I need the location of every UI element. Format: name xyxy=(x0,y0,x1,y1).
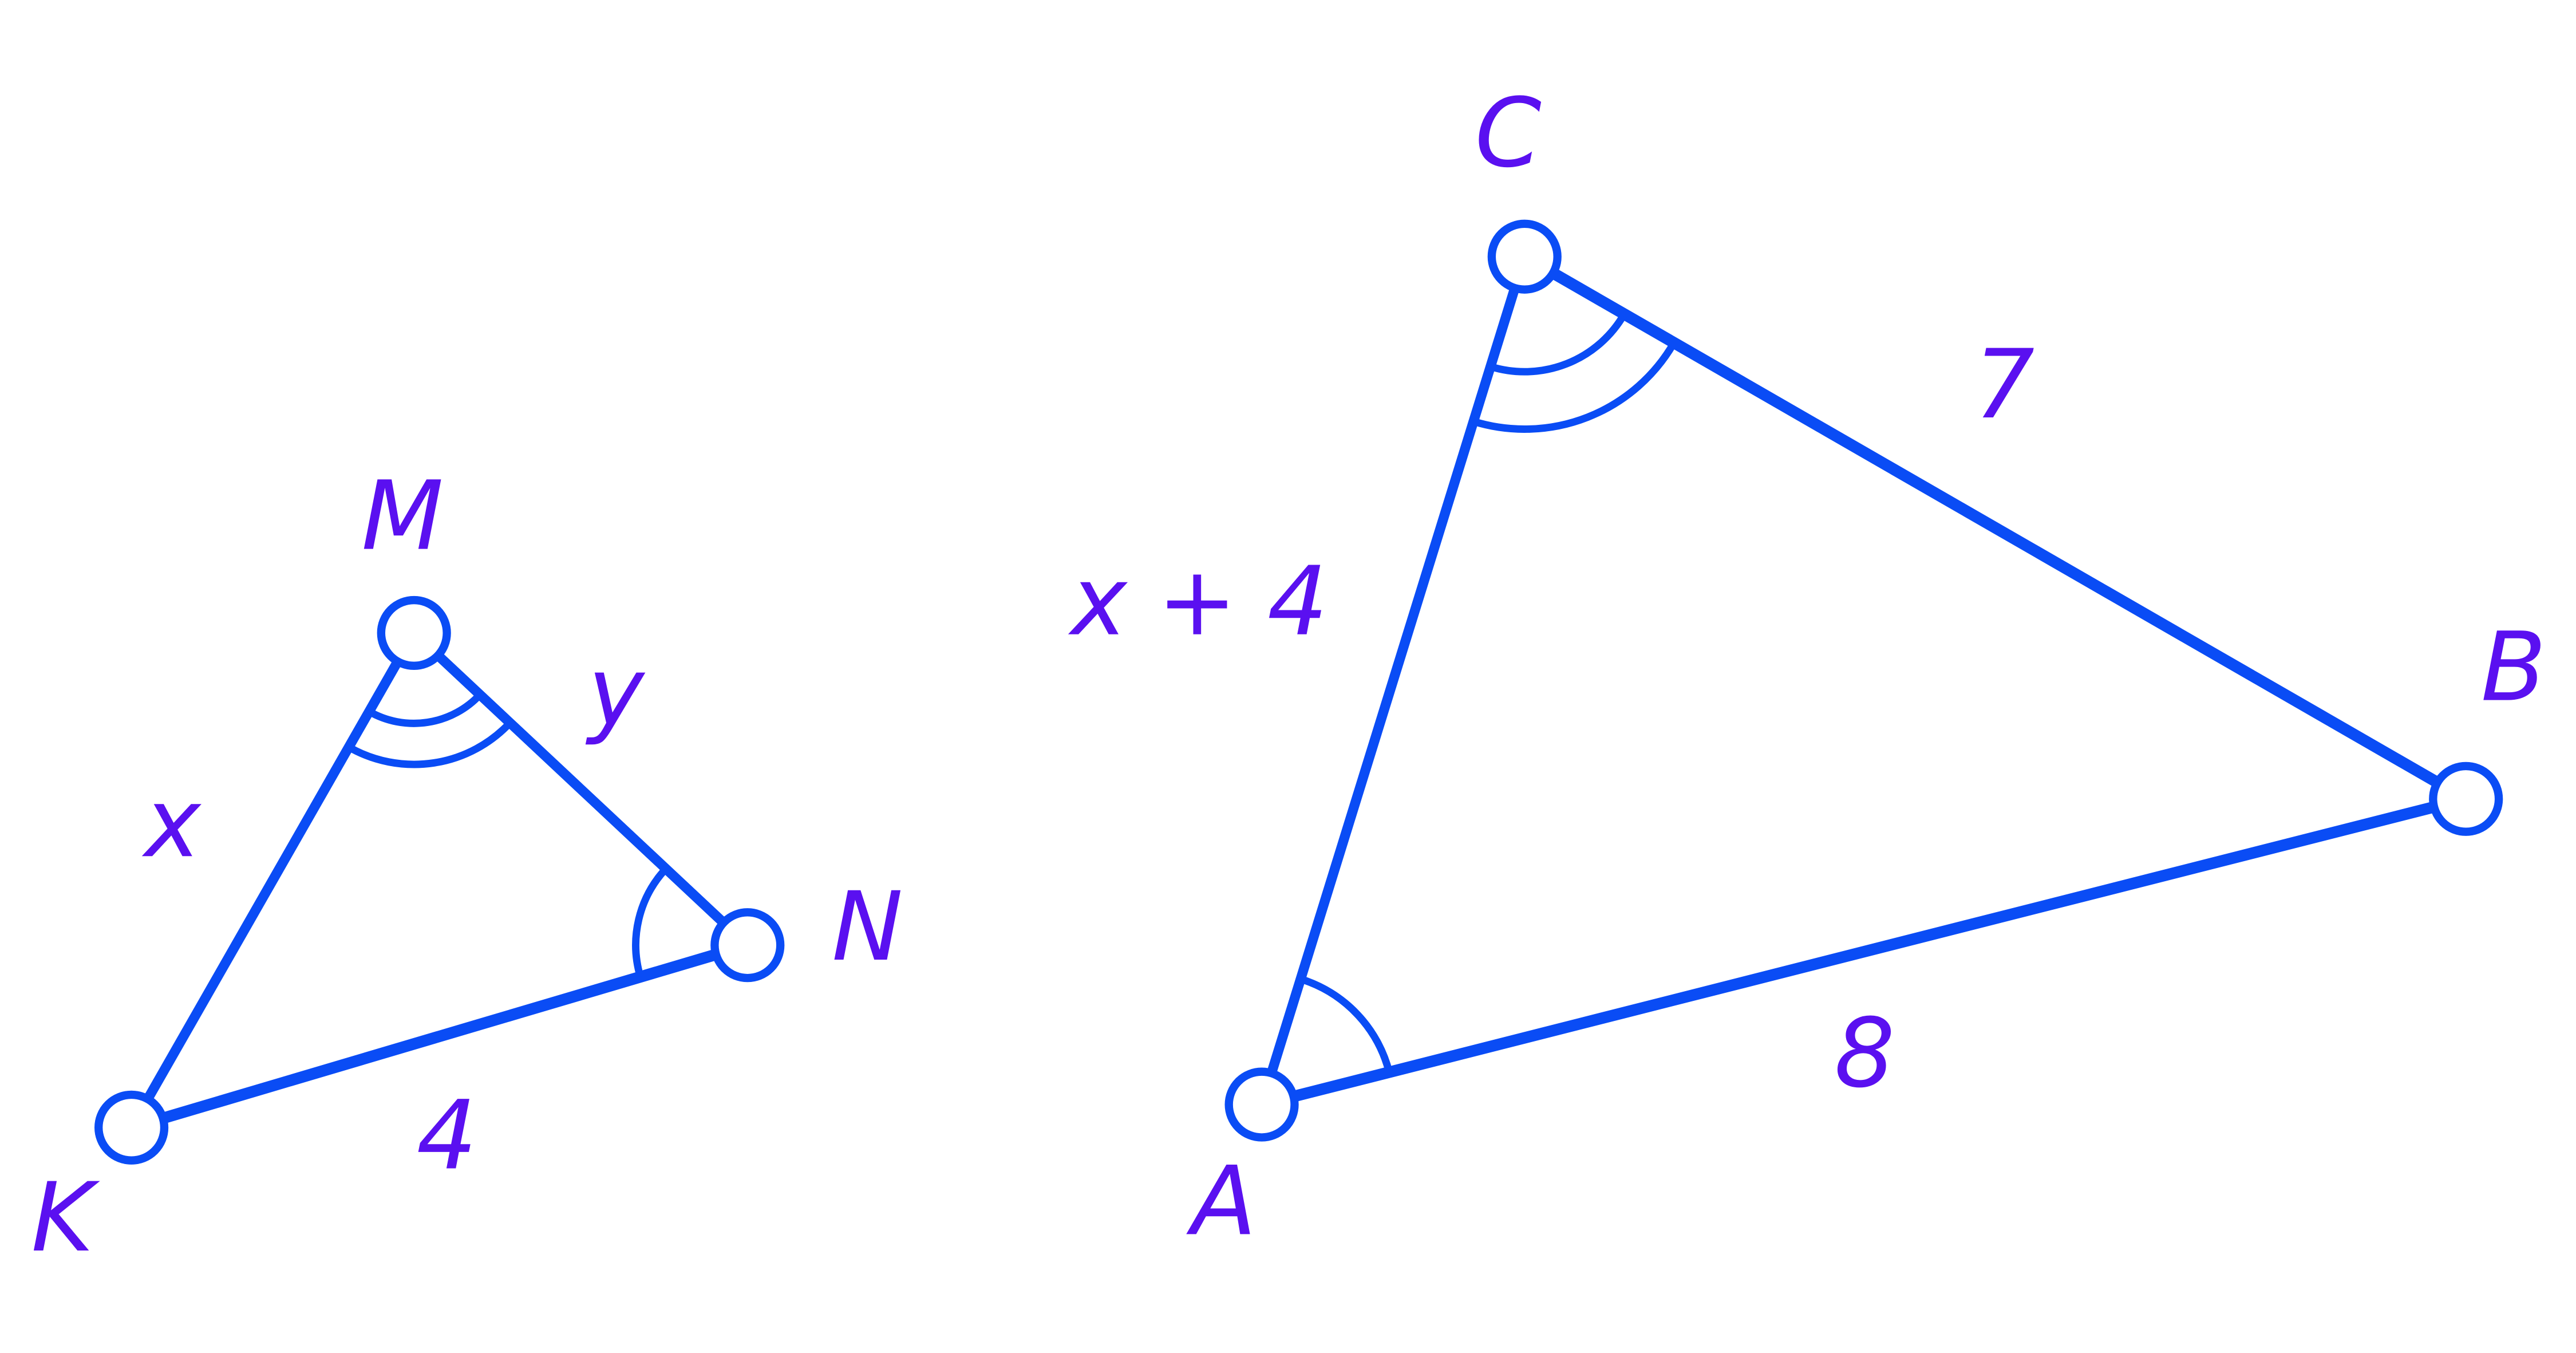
side-ac xyxy=(1257,251,1530,1110)
vertex-c xyxy=(1487,219,1562,294)
label-c: C xyxy=(1475,78,1541,189)
side-ab xyxy=(1256,793,2472,1111)
vertex-n xyxy=(710,908,785,983)
angle-m-arc-outer xyxy=(347,720,513,768)
angle-m-arc-inner xyxy=(367,692,483,727)
side-kn xyxy=(125,939,753,1134)
triangle-kmn: M N K x y 4 xyxy=(31,461,903,1273)
angle-n-arc xyxy=(632,866,669,978)
label-a: A xyxy=(1186,1146,1257,1257)
label-side-mn: y xyxy=(585,637,646,748)
vertex-m xyxy=(377,595,451,670)
triangle-abc: C B A x + 4 7 8 xyxy=(1068,78,2546,1257)
angle-c-arc-inner xyxy=(1489,312,1628,376)
label-side-cb: 7 xyxy=(1974,329,2034,440)
vertex-k xyxy=(94,1090,169,1165)
side-km xyxy=(126,628,419,1133)
vertex-a xyxy=(1224,1067,1299,1142)
label-side-kn: 4 xyxy=(417,1080,477,1192)
label-n: N xyxy=(832,871,903,983)
label-b: B xyxy=(2481,612,2546,723)
label-side-ac: x + 4 xyxy=(1068,546,1328,657)
side-mn xyxy=(409,628,753,950)
label-m: M xyxy=(361,461,444,572)
label-side-ab: 8 xyxy=(1834,998,1895,1109)
side-cb xyxy=(1519,251,2472,805)
angle-c-arc-outer xyxy=(1472,341,1678,433)
vertex-b xyxy=(2429,762,2503,836)
angle-a-arc xyxy=(1299,975,1393,1074)
label-k: K xyxy=(31,1162,100,1273)
label-side-km: x xyxy=(141,768,202,879)
